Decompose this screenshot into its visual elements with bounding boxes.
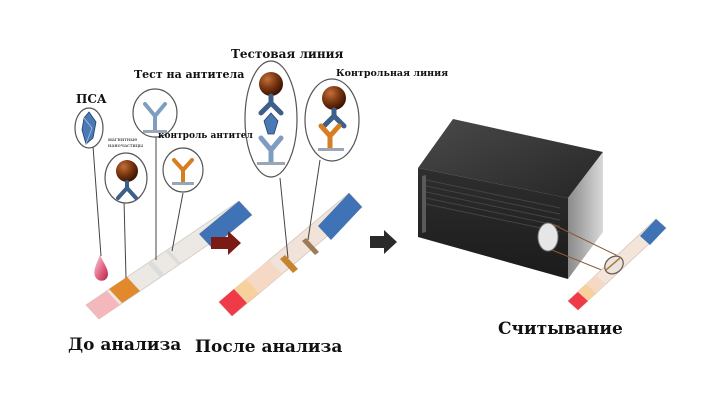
sample-drop: [94, 255, 108, 281]
control-antibody-icon: [172, 158, 194, 184]
psa-pointer: [92, 145, 102, 257]
scan-beam: [551, 223, 619, 257]
absorbent-pad-before: [199, 201, 252, 248]
test-line-callout: [244, 60, 298, 178]
psa-molecule-callout: [74, 107, 104, 149]
control-line-band: [302, 238, 319, 255]
test-antibody-label: Тест на антитела: [134, 68, 245, 81]
bound-detection-antibody-icon: [258, 93, 284, 116]
reader-device: [418, 119, 603, 279]
magnetic-particle-callout: [104, 152, 148, 204]
nanoparticle-icon: [116, 160, 138, 182]
test-strip-after: [218, 192, 363, 317]
arrow-right-icon: [370, 230, 397, 254]
control-antibody-callout: [162, 147, 204, 193]
absorbent-pad-after: [318, 193, 362, 240]
control-line-pointer: [307, 159, 321, 241]
test-line-band: [280, 255, 298, 273]
capture-antibody-icon: [143, 102, 167, 132]
sample-pad-after: [219, 289, 247, 316]
control-bound-detection-antibody-icon: [321, 107, 347, 129]
bound-psa-icon: [263, 112, 279, 135]
control-capture-antibody-icon: [318, 123, 342, 151]
conjugate-pad-before: [109, 277, 140, 303]
control-line-label: Контрольная линия: [336, 68, 449, 79]
control-antibody-pointer: [171, 192, 184, 252]
magnetic-particles-label: магнитные наночастицы: [108, 137, 144, 149]
test-line-label: Тестовая линия: [231, 47, 344, 61]
test-line-pointer: [279, 177, 289, 259]
bound-nanoparticle-icon: [259, 72, 283, 96]
reader-lens-icon: [537, 222, 559, 252]
detection-antibody-icon: [116, 180, 138, 200]
control-line-callout: [304, 78, 360, 162]
bound-capture-antibody-icon: [258, 135, 284, 165]
psa-label: ПСА: [76, 92, 107, 106]
control-nanoparticle-icon: [322, 86, 346, 110]
control-antibody-label: контроль антител: [158, 131, 253, 141]
after-analysis-caption: После анализа: [195, 337, 343, 357]
reading-caption: Считывание: [498, 319, 623, 339]
sample-pad-before: [86, 291, 120, 319]
test-strip-before: [85, 200, 253, 320]
test-antibody-callout: [132, 88, 178, 138]
optical-window-icon: [604, 255, 624, 275]
arrow-right-icon: [211, 231, 241, 255]
magnetic-pointer: [123, 199, 127, 279]
before-analysis-caption: До анализа: [68, 335, 182, 355]
